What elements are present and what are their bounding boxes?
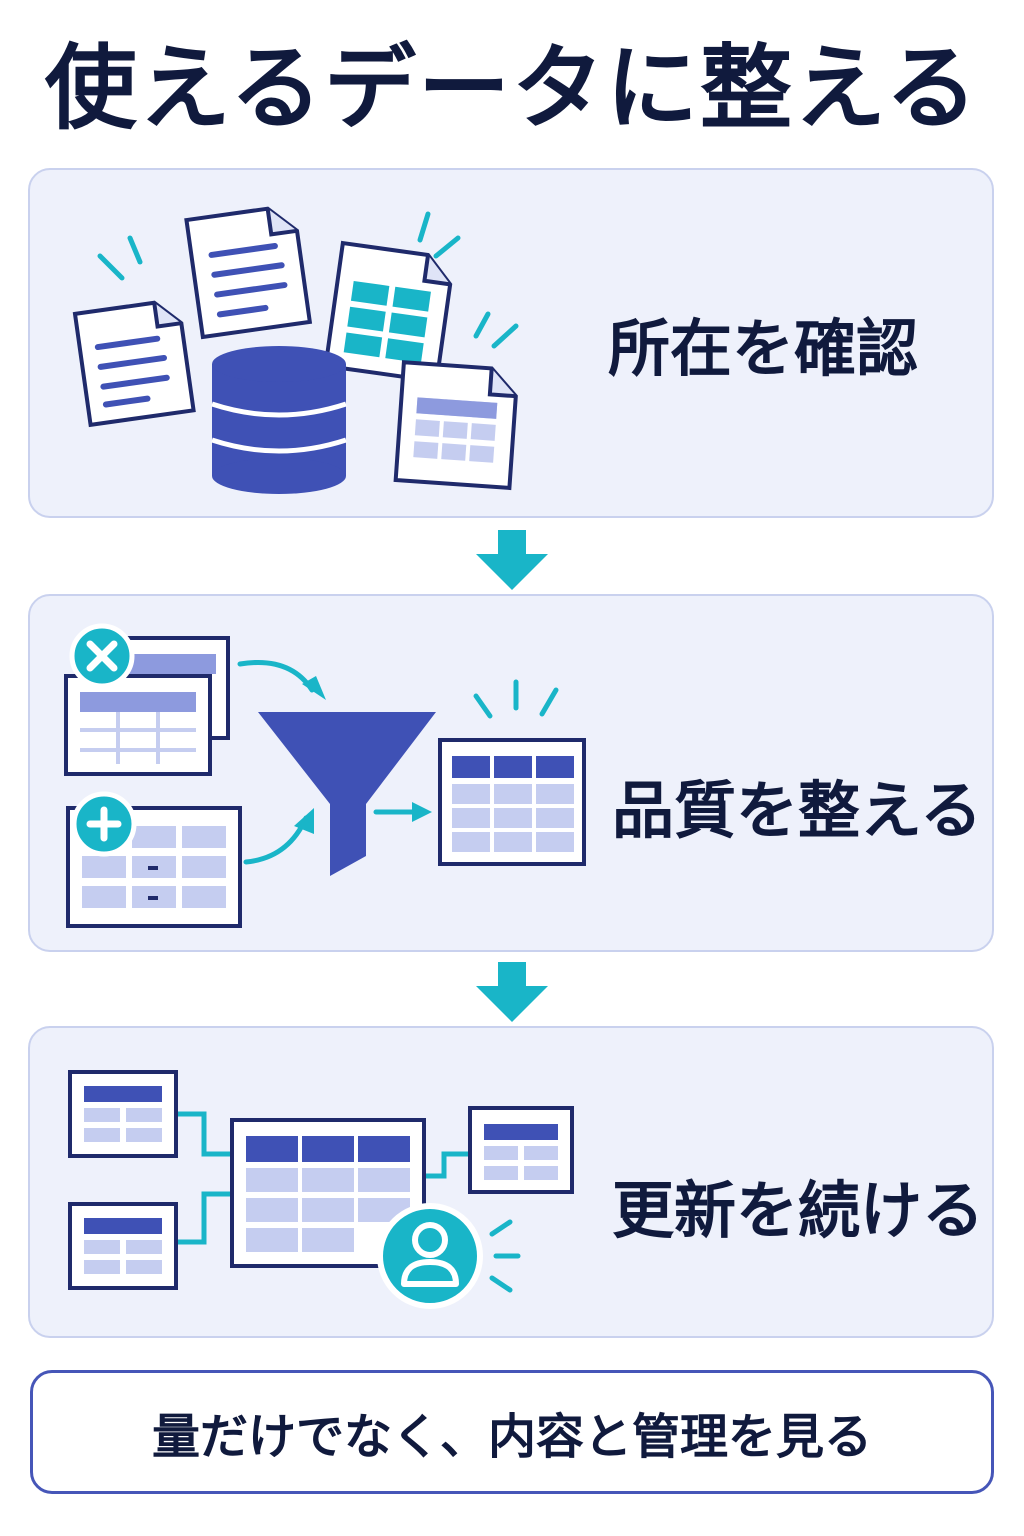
step-label-quality: 品質を整える bbox=[612, 774, 983, 847]
page-title: 使えるデータに整える bbox=[44, 35, 980, 142]
step-label-update: 更新を続ける bbox=[612, 1174, 985, 1247]
summary-text: 量だけでなく、内容と管理を見る bbox=[151, 1409, 872, 1465]
summary-box: 量だけでなく、内容と管理を見る bbox=[30, 1370, 994, 1494]
step-label-locate: 所在を確認 bbox=[608, 312, 919, 385]
arrow-down-icon bbox=[476, 530, 548, 590]
arrow-down-icon bbox=[476, 962, 548, 1022]
